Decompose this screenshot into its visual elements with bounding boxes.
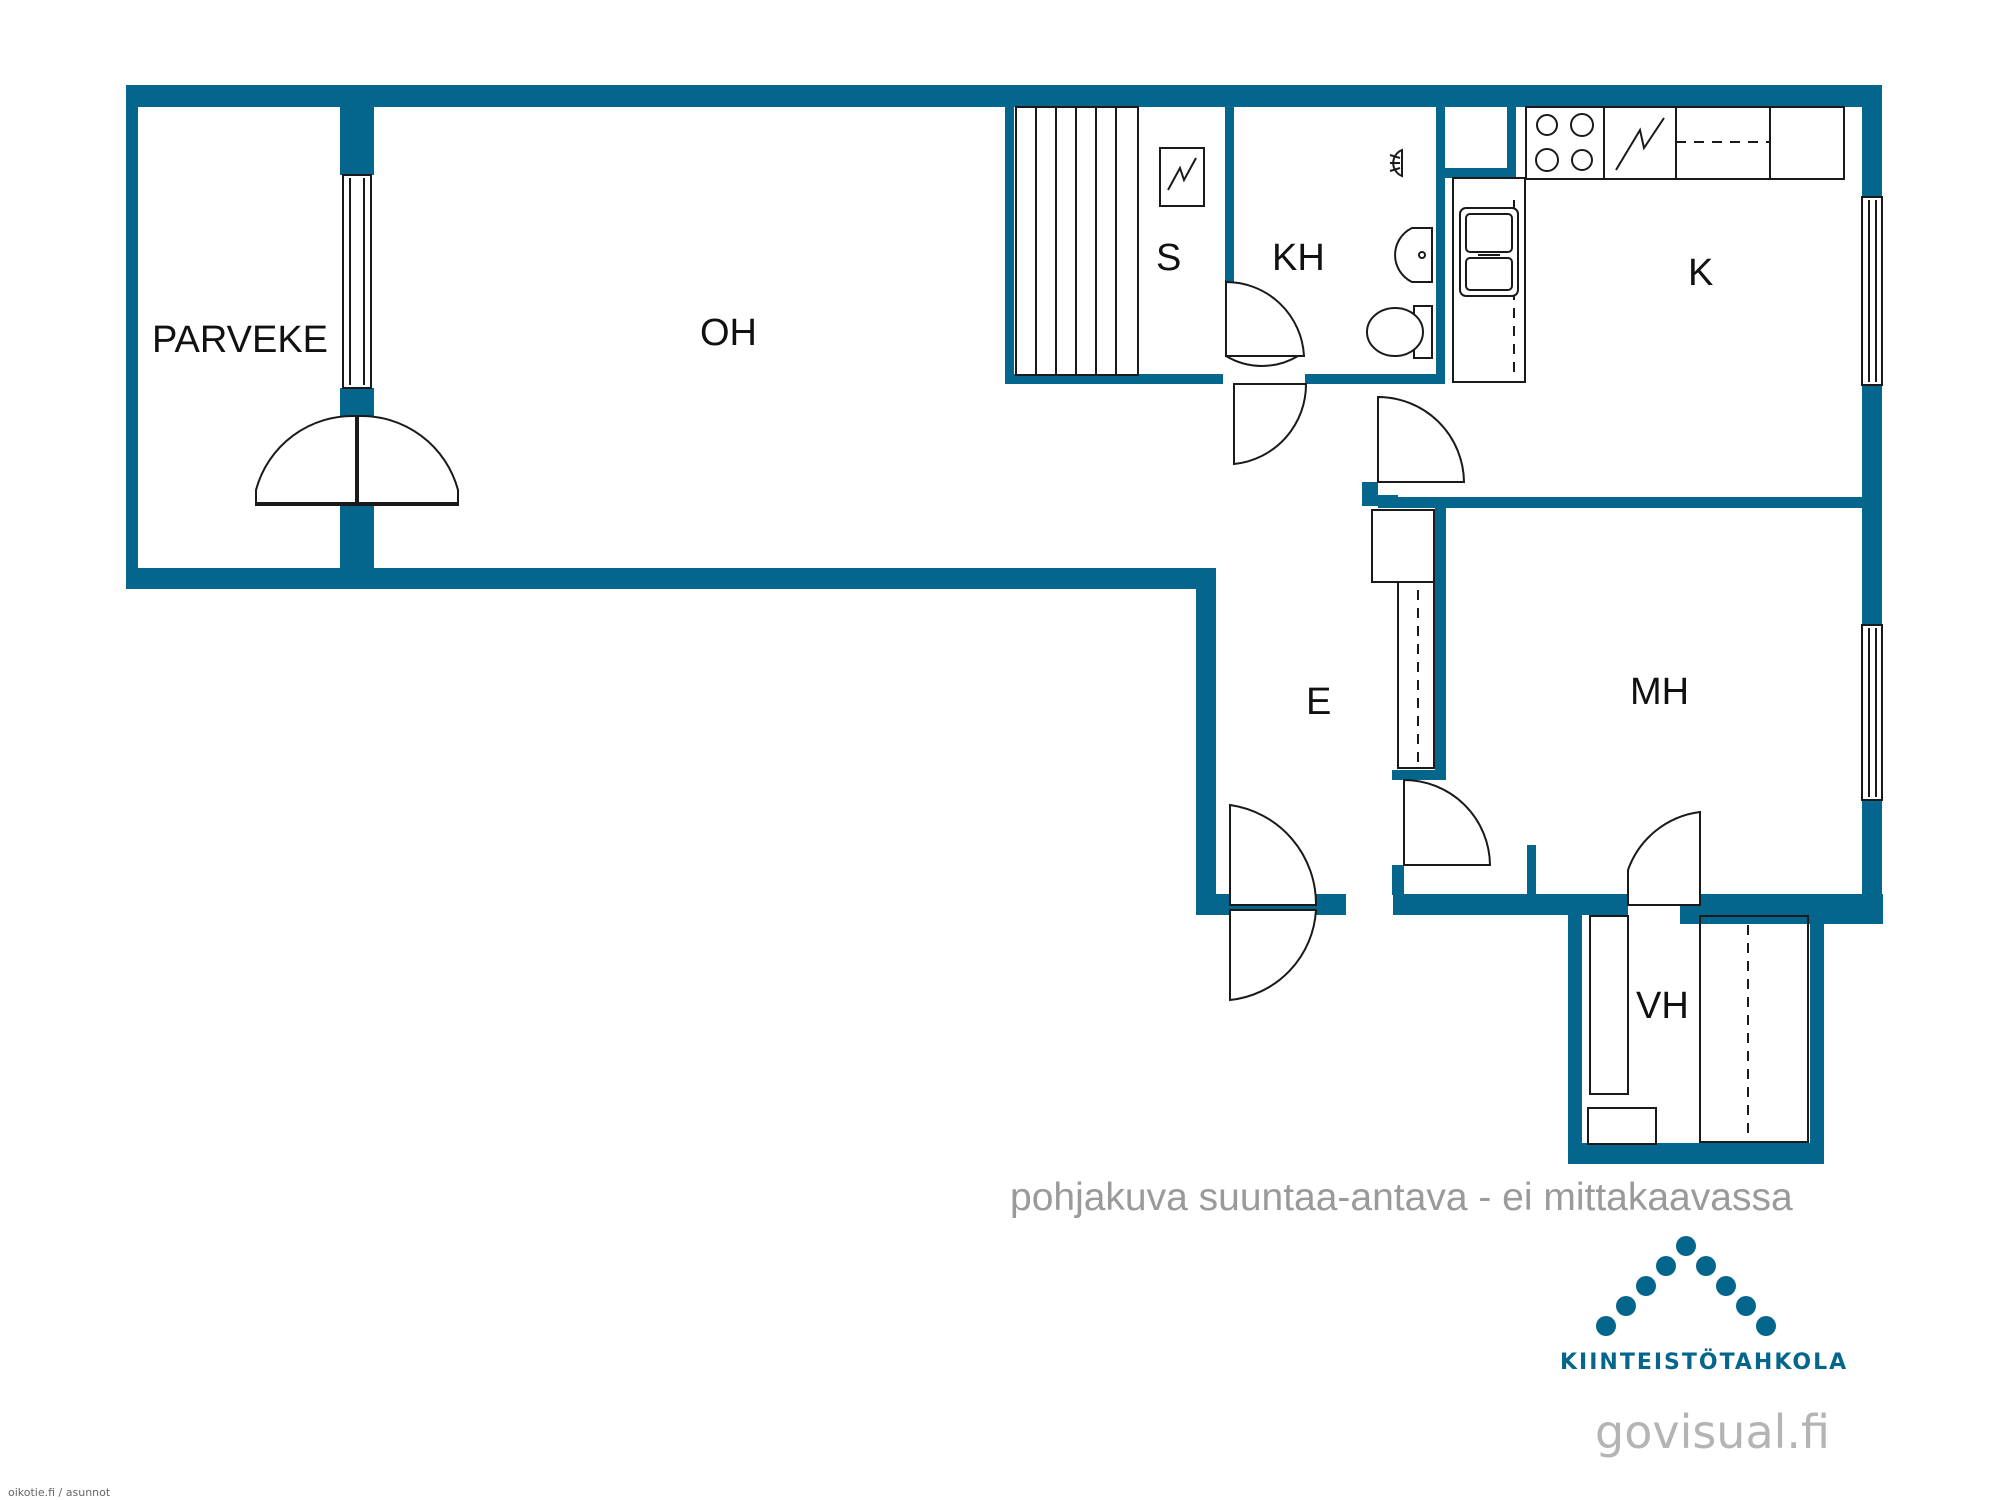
toilet-icon	[1366, 305, 1433, 359]
door-parveke	[255, 414, 459, 506]
windows	[342, 174, 1883, 801]
room-label-kh: KH	[1272, 237, 1325, 279]
door-mh	[1403, 778, 1492, 866]
room-label-e: E	[1306, 681, 1331, 723]
room-label-k: K	[1688, 252, 1713, 294]
sauna-benches	[1015, 106, 1139, 376]
website-text: govisual.fi	[1595, 1405, 1831, 1459]
brand-name: KIINTEISTÖTAHKOLA	[1560, 1350, 1849, 1375]
window-mh	[1861, 624, 1883, 801]
shower-icon	[1389, 148, 1403, 178]
sauna-stove-icon	[1159, 147, 1205, 207]
kitchen-sink-icon	[1459, 207, 1519, 297]
stove-icon	[1535, 113, 1594, 172]
door-vh	[1627, 810, 1701, 906]
door-k	[1377, 395, 1466, 483]
walls	[126, 85, 1883, 1164]
door-kh	[1233, 383, 1308, 466]
window-parveke	[342, 174, 372, 389]
disclaimer-text: pohjakuva suuntaa-antava - ei mittakaava…	[1010, 1176, 1793, 1219]
room-label-s: S	[1156, 237, 1181, 279]
room-label-oh: OH	[700, 312, 757, 354]
brand-logo-icon	[1596, 1236, 1776, 1336]
credit-text: oikotie.fi / asunnot	[8, 1486, 111, 1499]
vh-wardrobes	[1587, 915, 1809, 1145]
electric-heater-icon	[1615, 117, 1665, 171]
door-entry	[1229, 803, 1318, 906]
room-label-mh: MH	[1630, 671, 1689, 713]
window-k	[1861, 196, 1883, 386]
room-label-vh: VH	[1636, 985, 1689, 1027]
room-label-parveke: PARVEKE	[152, 319, 328, 361]
washbasin-icon	[1394, 227, 1433, 283]
entry-wardrobe	[1371, 509, 1435, 769]
doors	[255, 279, 1701, 1002]
